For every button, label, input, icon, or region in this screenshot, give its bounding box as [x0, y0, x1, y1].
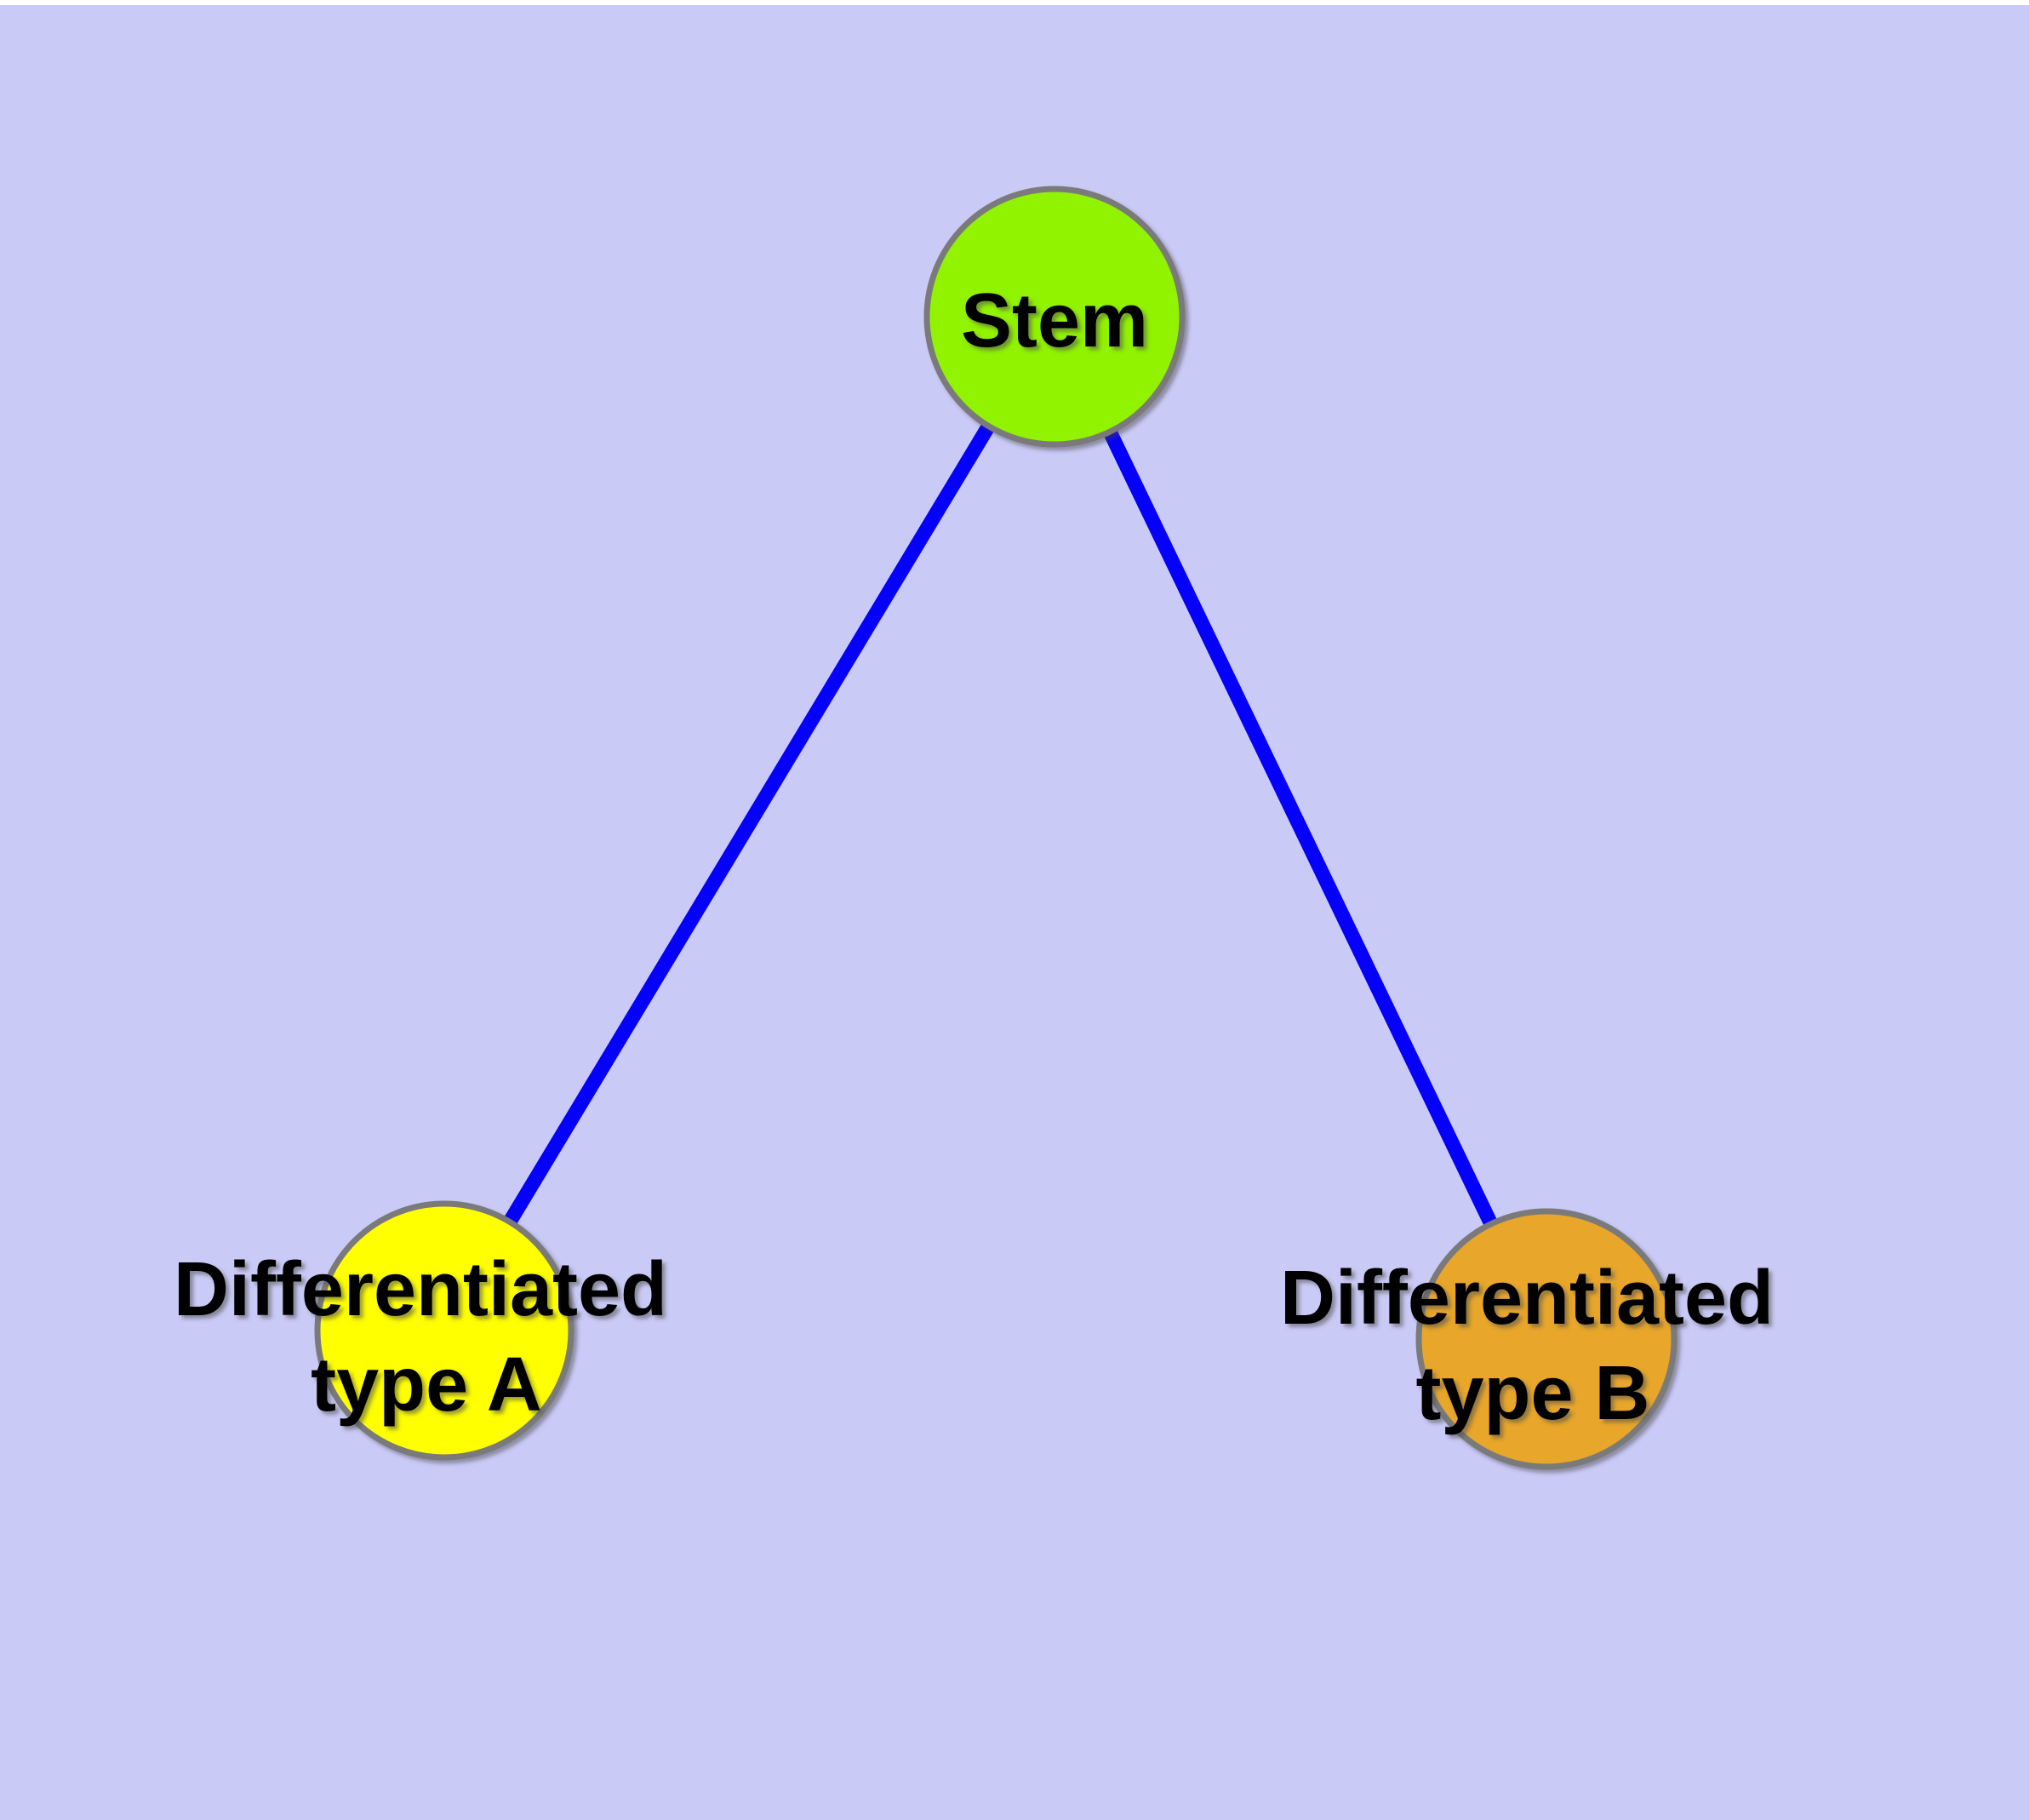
type-a-label-line1: Differentiated — [174, 1247, 667, 1332]
edge-stem-to-type-b — [1048, 313, 1553, 1342]
stem-node-label: Stem — [961, 278, 1148, 363]
type-b-node-label: Differentiated type B — [1280, 1256, 1774, 1436]
stem-node — [923, 186, 1186, 448]
edge-stem-to-type-a — [437, 312, 1061, 1335]
type-a-node-label: Differentiated type A — [174, 1247, 667, 1428]
type-a-node — [314, 1200, 574, 1461]
type-b-label-line2: type B — [1415, 1351, 1649, 1436]
type-b-node — [1415, 1208, 1677, 1470]
type-b-label-line1: Differentiated — [1280, 1256, 1774, 1341]
type-a-label-line2: type A — [311, 1342, 542, 1428]
